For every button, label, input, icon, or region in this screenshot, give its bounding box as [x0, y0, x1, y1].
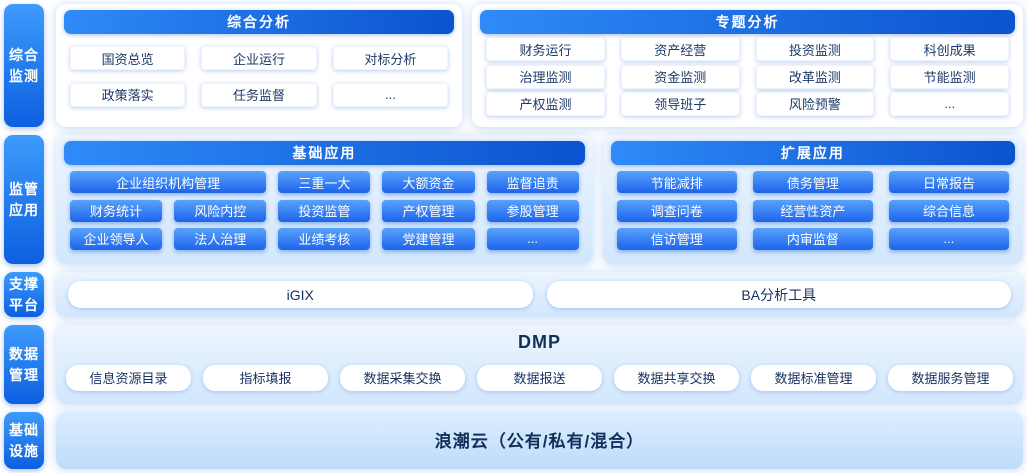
item-investment-supervision[interactable]: 投资监管 [278, 199, 371, 222]
panel-title-thematic-analysis: 专题分析 [480, 10, 1015, 34]
item-internal-audit-supervision[interactable]: 内审监督 [752, 227, 873, 250]
item-enterprise-leaders[interactable]: 企业领导人 [70, 227, 163, 250]
item-data-sharing-exchange[interactable]: 数据共享交换 [614, 364, 739, 391]
panel-infrastructure: 浪潮云（公有/私有/混合） [56, 412, 1023, 469]
igix-button[interactable]: iGIX [68, 281, 533, 308]
item-party-building-management[interactable]: 党建管理 [382, 227, 475, 250]
basic-applications-grid: 企业组织机构管理 三重一大 大额资金 监督追责 财务统计 风险内控 投资监管 产… [64, 165, 585, 256]
item-info-resource-catalog[interactable]: 信息资源目录 [66, 364, 191, 391]
panel-thematic-analysis: 专题分析 财务运行 资产经营 投资监测 科创成果 治理监测 资金监测 改革监测 … [472, 4, 1023, 127]
item-governance-monitoring[interactable]: 治理监测 [486, 64, 605, 89]
item-risk-internal-control[interactable]: 风险内控 [174, 199, 267, 222]
item-comprehensive-more[interactable]: ... [332, 82, 449, 107]
item-risk-warning[interactable]: 风险预警 [755, 91, 875, 116]
band-infrastructure: 基础 设施 浪潮云（公有/私有/混合） [4, 412, 1023, 469]
item-leadership-team[interactable]: 领导班子 [620, 91, 740, 116]
band-support-platform: 支撑 平台 iGIX BA分析工具 [4, 272, 1023, 317]
item-financial-operation[interactable]: 财务运行 [486, 37, 605, 62]
item-large-funds[interactable]: 大额资金 [382, 171, 475, 194]
item-indicator-reporting[interactable]: 指标填报 [203, 364, 328, 391]
rail-infrastructure: 基础 设施 [4, 412, 44, 469]
comprehensive-analysis-grid: 国资总览 企业运行 对标分析 政策落实 任务监督 ... [64, 34, 454, 119]
band-monitoring-content: 综合分析 国资总览 企业运行 对标分析 政策落实 任务监督 ... 专题分析 财… [56, 4, 1023, 127]
band-comprehensive-monitoring: 综合 监测 综合分析 国资总览 企业运行 对标分析 政策落实 任务监督 ... … [4, 4, 1023, 127]
band-dmp-content: DMP 信息资源目录 指标填报 数据采集交换 数据报送 数据共享交换 数据标准管… [56, 325, 1023, 404]
band-regulatory-applications: 监管 应用 基础应用 企业组织机构管理 三重一大 大额资金 监督追责 财务统计 … [4, 135, 1023, 264]
item-petition-management[interactable]: 信访管理 [616, 227, 737, 250]
item-performance-assessment[interactable]: 业绩考核 [278, 227, 371, 250]
item-financial-statistics[interactable]: 财务统计 [70, 199, 163, 222]
item-benchmarking-analysis[interactable]: 对标分析 [332, 46, 449, 71]
panel-title-basic-applications: 基础应用 [64, 141, 585, 165]
item-state-assets-overview[interactable]: 国资总览 [70, 46, 186, 71]
item-corporate-governance[interactable]: 法人治理 [174, 227, 267, 250]
item-extended-more[interactable]: ... [888, 227, 1009, 250]
item-supervision-accountability[interactable]: 监督追责 [486, 171, 579, 194]
item-comprehensive-information[interactable]: 综合信息 [888, 199, 1009, 222]
item-data-standard-management[interactable]: 数据标准管理 [751, 364, 876, 391]
item-data-service-management[interactable]: 数据服务管理 [888, 364, 1013, 391]
item-energy-saving-monitoring[interactable]: 节能监测 [890, 64, 1009, 89]
item-three-major-one-large[interactable]: 三重一大 [278, 171, 371, 194]
band-infrastructure-content: 浪潮云（公有/私有/混合） [56, 412, 1023, 469]
panel-basic-applications: 基础应用 企业组织机构管理 三重一大 大额资金 监督追责 财务统计 风险内控 投… [56, 135, 593, 264]
item-data-submission[interactable]: 数据报送 [477, 364, 602, 391]
rail-data-management: 数据 管理 [4, 325, 44, 404]
item-equity-participation-management[interactable]: 参股管理 [486, 199, 579, 222]
panel-support-platform: iGIX BA分析工具 [56, 272, 1023, 317]
item-org-structure-management[interactable]: 企业组织机构管理 [70, 171, 267, 194]
item-basic-more[interactable]: ... [486, 227, 579, 250]
panel-comprehensive-analysis: 综合分析 国资总览 企业运行 对标分析 政策落实 任务监督 ... [56, 4, 463, 127]
item-policy-implementation[interactable]: 政策落实 [70, 82, 186, 107]
panel-extended-applications: 扩展应用 节能减排 债务管理 日常报告 调查问卷 经营性资产 综合信息 信访管理… [602, 135, 1023, 264]
band-applications-content: 基础应用 企业组织机构管理 三重一大 大额资金 监督追责 财务统计 风险内控 投… [56, 135, 1023, 264]
band-platform-content: iGIX BA分析工具 [56, 272, 1023, 317]
item-capital-monitoring[interactable]: 资金监测 [620, 64, 740, 89]
item-reform-monitoring[interactable]: 改革监测 [755, 64, 875, 89]
item-asset-operation[interactable]: 资产经营 [620, 37, 740, 62]
band-data-management: 数据 管理 DMP 信息资源目录 指标填报 数据采集交换 数据报送 数据共享交换… [4, 325, 1023, 404]
thematic-analysis-grid: 财务运行 资产经营 投资监测 科创成果 治理监测 资金监测 改革监测 节能监测 … [480, 34, 1015, 119]
item-investment-monitoring[interactable]: 投资监测 [755, 37, 875, 62]
rail-support-platform: 支撑 平台 [4, 272, 44, 317]
item-thematic-more[interactable]: ... [890, 91, 1009, 116]
extended-applications-grid: 节能减排 债务管理 日常报告 调查问卷 经营性资产 综合信息 信访管理 内审监督… [611, 165, 1015, 256]
panel-title-comprehensive-analysis: 综合分析 [64, 10, 455, 34]
item-data-collection-exchange[interactable]: 数据采集交换 [340, 364, 465, 391]
item-property-rights-management[interactable]: 产权管理 [382, 199, 475, 222]
item-energy-saving-emission-reduction[interactable]: 节能减排 [616, 171, 737, 194]
item-survey-questionnaire[interactable]: 调查问卷 [616, 199, 737, 222]
item-enterprise-operation[interactable]: 企业运行 [201, 46, 317, 71]
dmp-title: DMP [518, 332, 561, 352]
inspur-cloud-label: 浪潮云（公有/私有/混合） [434, 432, 645, 451]
dmp-items-row: 信息资源目录 指标填报 数据采集交换 数据报送 数据共享交换 数据标准管理 数据… [66, 360, 1013, 395]
item-operating-assets[interactable]: 经营性资产 [752, 199, 873, 222]
item-scitech-achievements[interactable]: 科创成果 [890, 37, 1009, 62]
item-daily-report[interactable]: 日常报告 [888, 171, 1009, 194]
panel-dmp: DMP 信息资源目录 指标填报 数据采集交换 数据报送 数据共享交换 数据标准管… [56, 325, 1023, 404]
item-debt-management[interactable]: 债务管理 [752, 171, 873, 194]
panel-title-extended-applications: 扩展应用 [610, 141, 1015, 165]
ba-analysis-tool-button[interactable]: BA分析工具 [546, 281, 1011, 308]
item-task-supervision[interactable]: 任务监督 [201, 82, 317, 107]
item-property-rights-monitoring[interactable]: 产权监测 [486, 91, 605, 116]
rail-regulatory-applications: 监管 应用 [4, 135, 44, 264]
rail-comprehensive-monitoring: 综合 监测 [4, 4, 44, 127]
